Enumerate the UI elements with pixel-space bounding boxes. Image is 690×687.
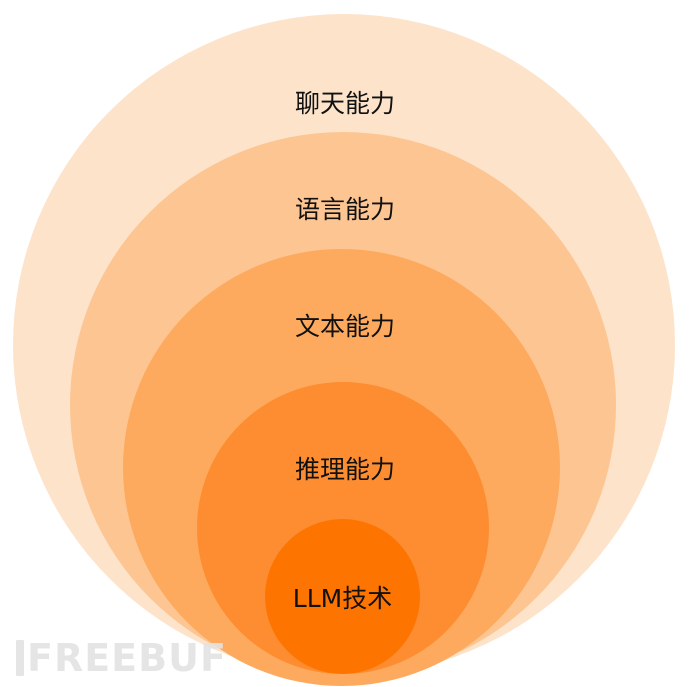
layer-label-language: 语言能力 (294, 195, 395, 224)
layer-label-reasoning: 推理能力 (294, 455, 395, 484)
watermark-bar-icon (16, 640, 24, 676)
layer-label-text: 文本能力 (294, 312, 395, 341)
layer-circle-llm (265, 519, 420, 674)
watermark-text: FREEBUF (27, 636, 227, 680)
layer-label-llm: LLM技术 (292, 584, 393, 613)
layer-label-chat: 聊天能力 (294, 89, 395, 118)
watermark-logo: FREEBUF (16, 636, 227, 680)
